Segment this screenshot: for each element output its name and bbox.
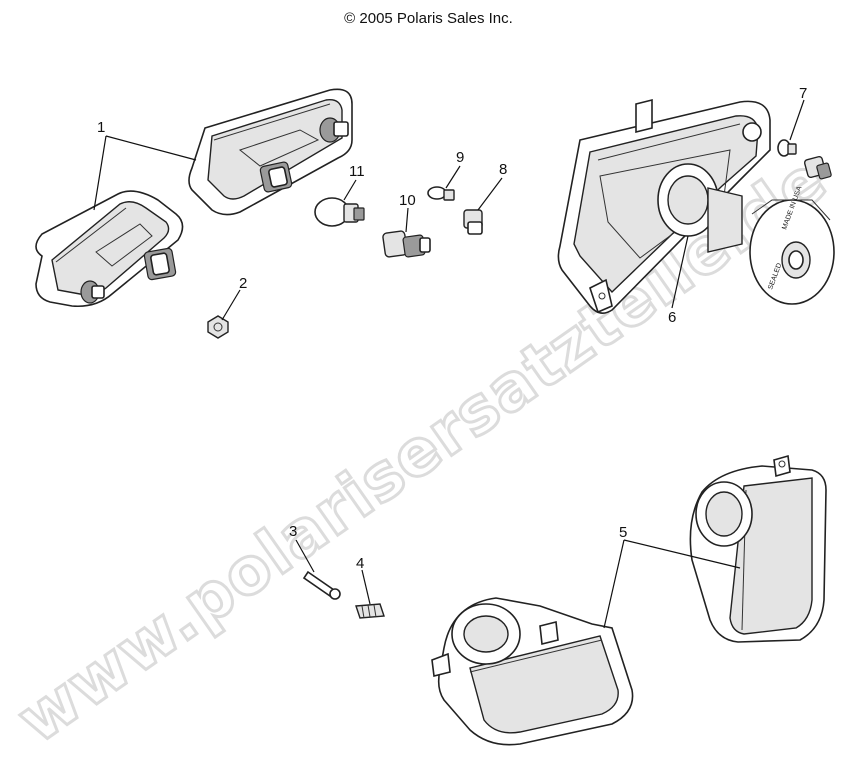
leader-1b xyxy=(93,135,107,211)
hex-nut xyxy=(207,315,229,339)
spring-nut xyxy=(355,603,385,619)
callout-10: 10 xyxy=(399,192,416,209)
leader-5a xyxy=(603,539,625,629)
callout-2: 2 xyxy=(239,275,247,292)
callout-11: 11 xyxy=(349,163,365,180)
callouts: 1 2 3 4 5 6 7 8 9 10 11 xyxy=(97,85,807,572)
callout-8: 8 xyxy=(499,161,507,178)
driving-lamp-lower xyxy=(431,597,634,746)
leader-9 xyxy=(445,165,461,189)
wedge-bulb xyxy=(427,186,455,201)
callout-9: 9 xyxy=(456,149,464,166)
callout-7: 7 xyxy=(799,85,807,102)
leader-11 xyxy=(343,179,357,201)
leader-3 xyxy=(295,539,315,573)
screw xyxy=(302,570,341,600)
callout-5: 5 xyxy=(619,524,627,541)
leader-8 xyxy=(477,177,503,211)
leader-6 xyxy=(671,235,689,309)
tail-lamp-upper xyxy=(188,88,353,216)
leader-1a xyxy=(105,135,197,161)
leader-4 xyxy=(361,569,371,605)
leader-10 xyxy=(405,207,409,233)
tail-lamp-lower xyxy=(35,190,184,308)
leader-5b xyxy=(623,539,741,569)
small-socket xyxy=(463,209,483,235)
leader-lines xyxy=(93,99,805,629)
callout-3: 3 xyxy=(289,523,297,540)
leader-7 xyxy=(789,99,805,141)
callout-4: 4 xyxy=(356,555,364,572)
leader-2 xyxy=(221,289,241,321)
callout-1: 1 xyxy=(97,119,105,136)
bulb-socket xyxy=(382,230,431,258)
callout-6: 6 xyxy=(668,309,676,326)
position-socket xyxy=(803,155,832,180)
copyright-notice: © 2005 Polaris Sales Inc. xyxy=(344,10,513,27)
driving-lamp-upper xyxy=(689,454,827,643)
tail-bulb xyxy=(314,197,365,227)
position-bulb xyxy=(777,139,797,157)
